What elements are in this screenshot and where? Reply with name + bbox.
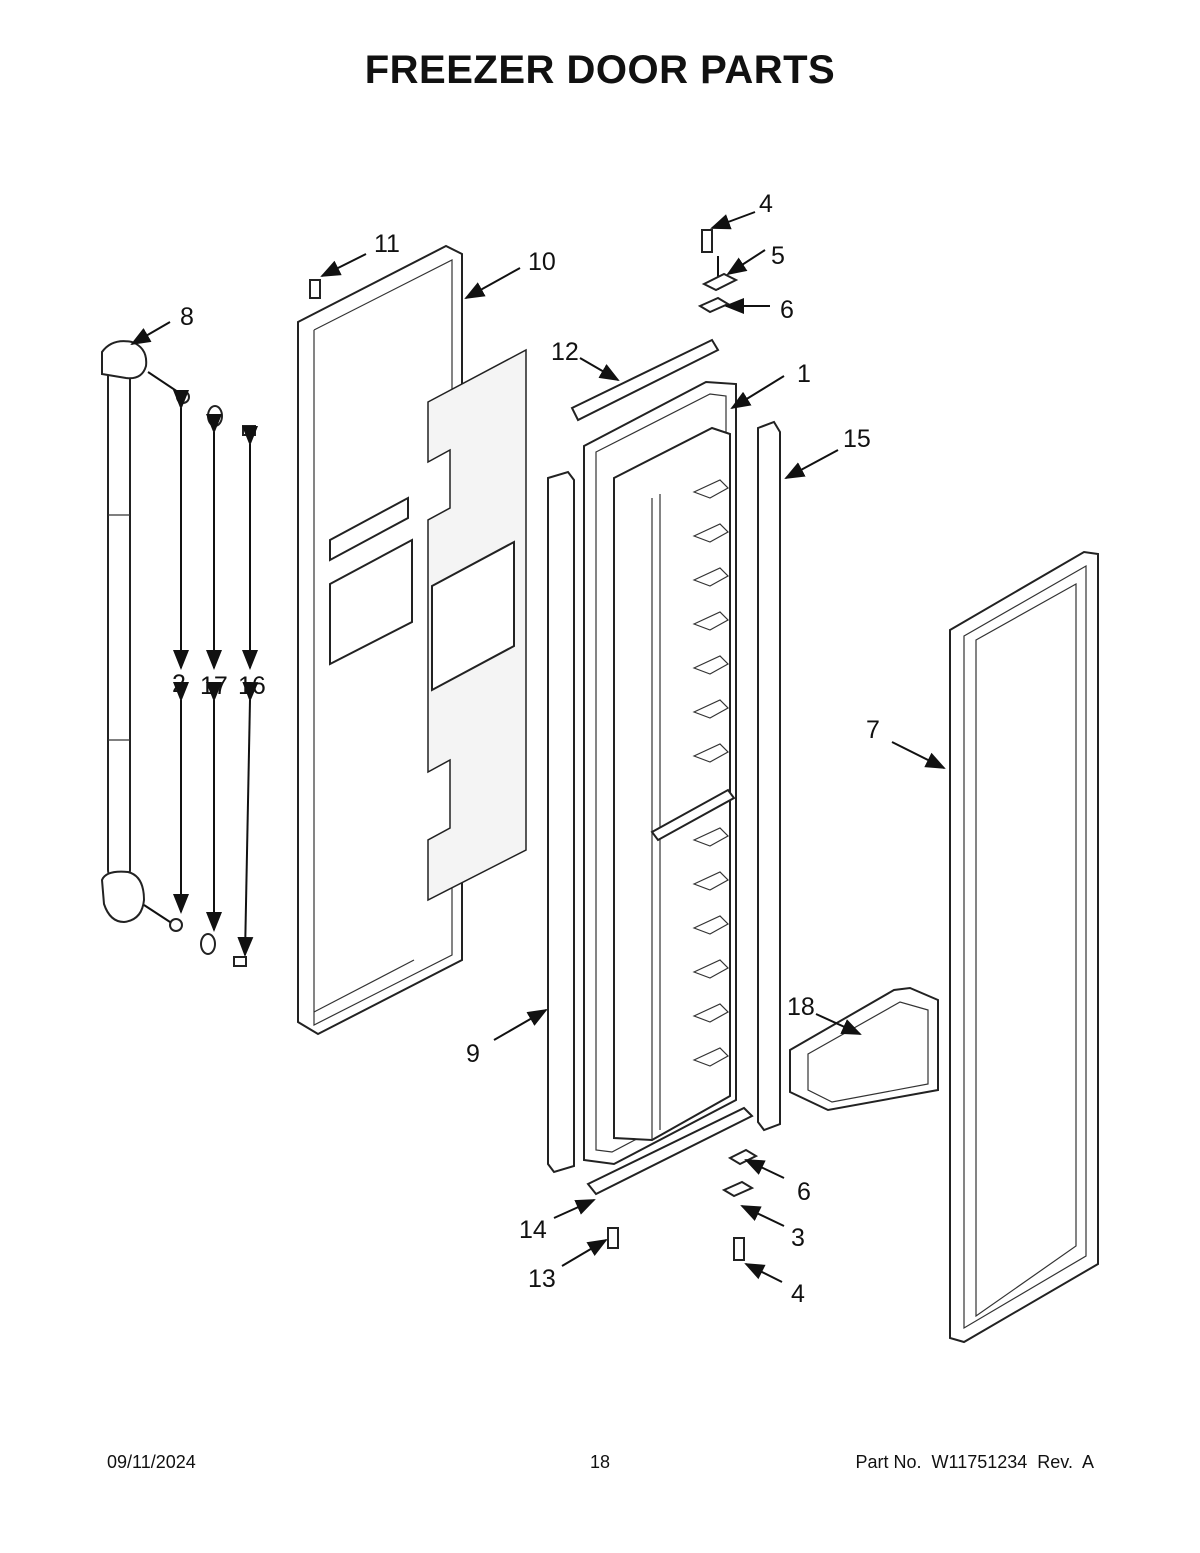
door-bin xyxy=(789,986,939,1112)
callout-6-top: 6 xyxy=(780,296,794,324)
callout-12: 12 xyxy=(551,338,579,366)
callout-2: 2 xyxy=(172,670,186,698)
door-outer-panel xyxy=(297,244,463,1036)
door-liner xyxy=(583,380,737,1166)
leader-lines xyxy=(130,211,946,1283)
callout-3: 3 xyxy=(791,1224,805,1252)
callout-4-bottom: 4 xyxy=(791,1280,805,1308)
handle-part xyxy=(100,340,148,924)
callout-6-bottom: 6 xyxy=(797,1178,811,1206)
page-title: FREEZER DOOR PARTS xyxy=(364,48,836,92)
bottom-hinge-hardware xyxy=(607,1148,759,1261)
shelf-rails xyxy=(692,479,729,1067)
footer-page-number: 18 xyxy=(589,1452,611,1472)
door-skin xyxy=(949,550,1099,1344)
callout-labels: 1 2 3 4 4 5 6 6 7 8 9 10 11 12 13 14 15 … xyxy=(172,190,880,1308)
callout-10: 10 xyxy=(528,248,556,276)
top-hinge-plate xyxy=(570,338,720,422)
callout-14: 14 xyxy=(519,1216,547,1244)
callout-7: 7 xyxy=(866,716,880,744)
callout-16: 16 xyxy=(238,672,266,700)
callout-1: 1 xyxy=(797,360,811,388)
callout-13: 13 xyxy=(528,1265,556,1293)
screw-11 xyxy=(309,279,321,299)
callout-11: 11 xyxy=(374,230,400,258)
bottom-hinge-plate xyxy=(586,1106,754,1196)
insulation-sheet xyxy=(427,348,527,902)
top-hinge-hardware xyxy=(697,229,739,314)
left-gasket-strip xyxy=(547,470,575,1174)
callout-9: 9 xyxy=(466,1040,480,1068)
right-gasket-strip xyxy=(757,420,781,1132)
footer-date: 09/11/2024 xyxy=(107,1452,196,1472)
callout-18: 18 xyxy=(787,993,815,1021)
callout-4-top: 4 xyxy=(759,190,773,218)
callout-5: 5 xyxy=(771,242,785,270)
callout-17: 17 xyxy=(200,672,228,700)
callout-8: 8 xyxy=(180,303,194,331)
footer-part-number: Part No. W11751234 Rev. A xyxy=(855,1452,1094,1472)
callout-15: 15 xyxy=(843,425,871,453)
handle-fasteners xyxy=(143,371,256,967)
